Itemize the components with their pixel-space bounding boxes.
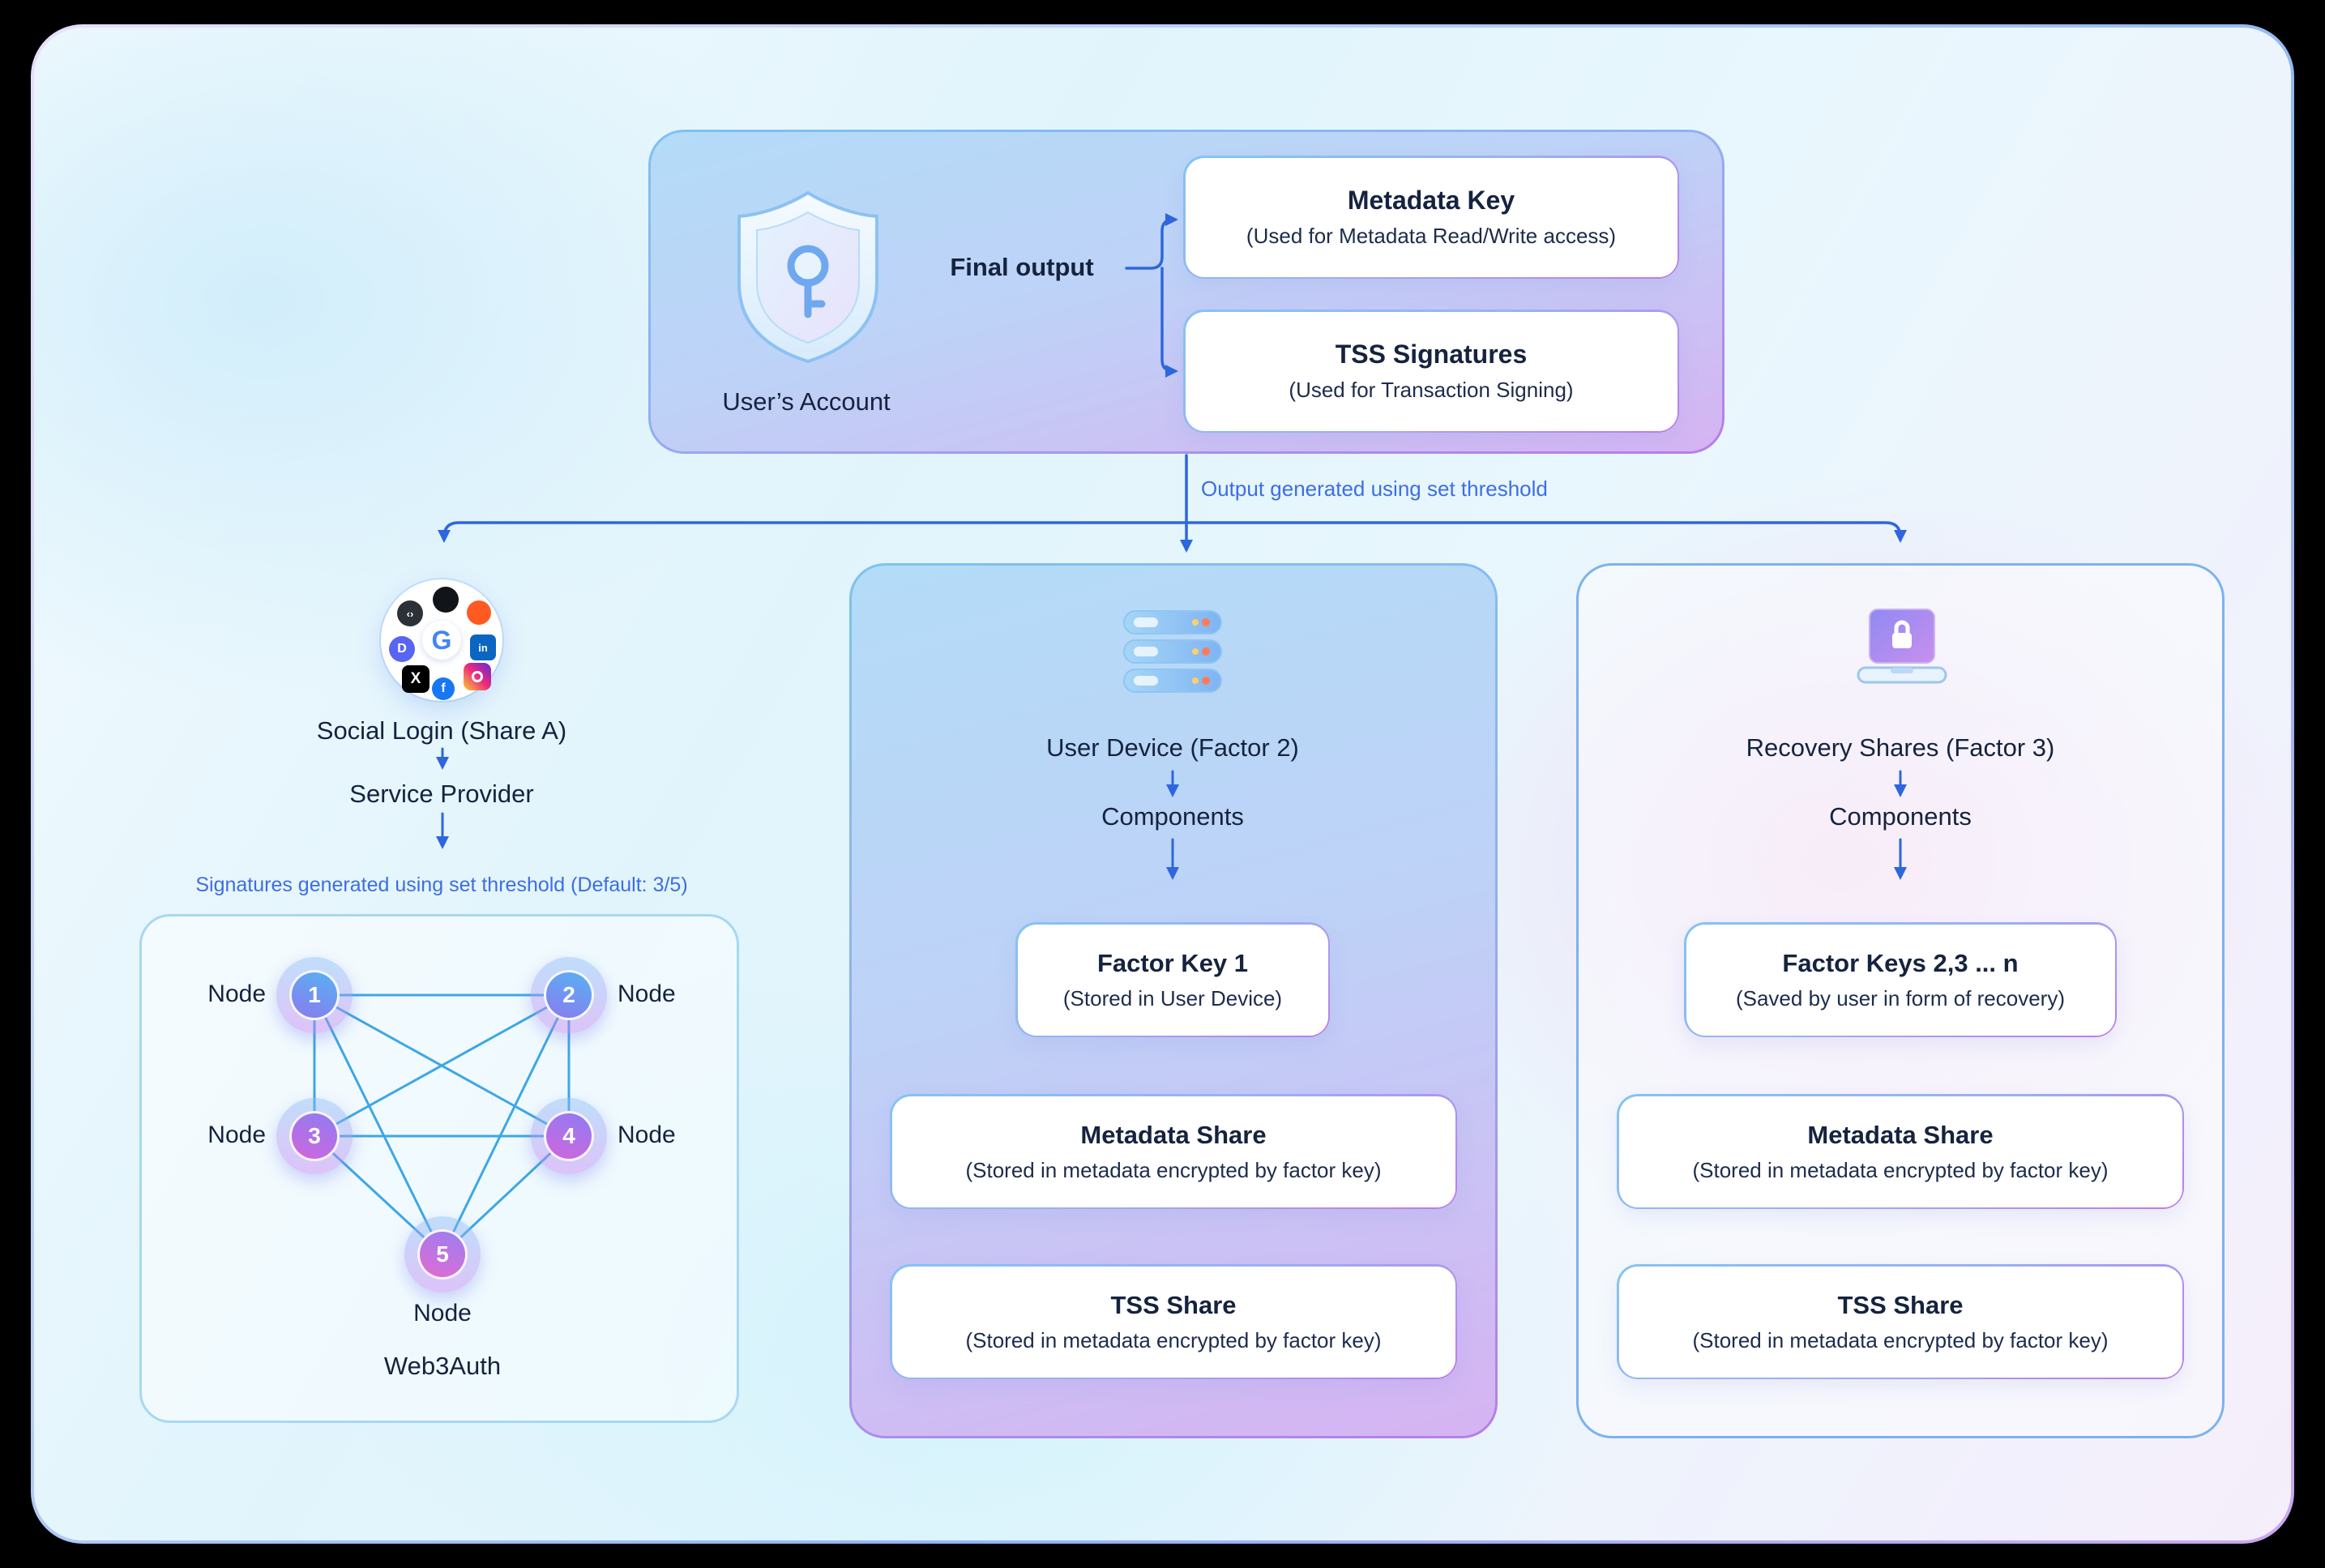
user-device-title: User Device (Factor 2) <box>1046 733 1299 762</box>
device-metadata-share-card: Metadata Share (Stored in metadata encry… <box>890 1094 1457 1209</box>
factor-keys-n-title: Factor Keys 2,3 ... n <box>1782 948 2019 977</box>
recovery-metadata-share-title: Metadata Share <box>1807 1120 1994 1149</box>
metadata-key-title: Metadata Key <box>1347 186 1515 215</box>
device-tss-share-subtitle: (Stored in metadata encrypted by factor … <box>965 1327 1382 1352</box>
node-4-label: Node <box>618 1122 676 1148</box>
node-1-label: Node <box>207 981 266 1007</box>
recovery-shares-title: Recovery Shares (Factor 3) <box>1746 733 2055 762</box>
recovery-tss-share-card: TSS Share (Stored in metadata encrypted … <box>1617 1264 2184 1379</box>
factor-key-1-subtitle: (Stored in User Device) <box>1062 985 1283 1010</box>
device-metadata-share-title: Metadata Share <box>1080 1120 1267 1149</box>
web3auth-label: Web3Auth <box>383 1352 502 1380</box>
node-3-label: Node <box>207 1122 266 1148</box>
device-metadata-share-subtitle: (Stored in metadata encrypted by factor … <box>965 1157 1382 1182</box>
network-node-1: 1 <box>276 957 353 1033</box>
social-login-title: Social Login (Share A) <box>316 716 567 745</box>
network-node-3: 3 <box>276 1098 353 1174</box>
network-node-2: 2 <box>531 957 607 1033</box>
user-account-label: User’s Account <box>722 387 891 416</box>
shield-key-icon <box>731 188 885 372</box>
apple-icon <box>433 587 459 613</box>
discord-icon: D <box>389 636 415 662</box>
social-login-icon: ‹› D in X f G <box>381 579 502 701</box>
tss-signatures-card: TSS Signatures (Used for Transaction Sig… <box>1183 310 1679 433</box>
factor-keys-n-subtitle: (Saved by user in form of recovery) <box>1735 985 2066 1010</box>
facebook-icon: f <box>432 677 455 700</box>
device-components-label: Components <box>1101 802 1244 831</box>
recovery-tss-share-title: TSS Share <box>1837 1290 1964 1319</box>
github-icon: ‹› <box>397 600 423 626</box>
factor-key-1-card: Factor Key 1 (Stored in User Device) <box>1015 922 1330 1037</box>
linkedin-icon: in <box>470 634 496 660</box>
network-node-4: 4 <box>531 1098 607 1174</box>
recovery-metadata-share-subtitle: (Stored in metadata encrypted by factor … <box>1692 1157 2109 1182</box>
tss-signatures-subtitle: (Used for Transaction Signing) <box>1289 378 1574 402</box>
device-tss-share-title: TSS Share <box>1110 1290 1237 1319</box>
factor-keys-n-card: Factor Keys 2,3 ... n (Saved by user in … <box>1684 922 2117 1037</box>
recovery-tss-share-subtitle: (Stored in metadata encrypted by factor … <box>1692 1327 2109 1352</box>
google-icon: G <box>422 621 461 660</box>
recovery-metadata-share-card: Metadata Share (Stored in metadata encry… <box>1617 1094 2184 1209</box>
factor-key-1-title: Factor Key 1 <box>1096 948 1249 977</box>
recovery-components-label: Components <box>1829 802 1972 831</box>
tss-signatures-title: TSS Signatures <box>1335 340 1528 369</box>
metadata-key-card: Metadata Key (Used for Metadata Read/Wri… <box>1183 156 1679 279</box>
output-threshold-note: Output generated using set threshold <box>1201 476 1548 501</box>
service-provider-label: Service Provider <box>349 780 534 808</box>
node-5-label: Node <box>413 1300 472 1327</box>
network-node-5: 5 <box>404 1216 481 1292</box>
laptop-lock-icon <box>1852 608 1952 696</box>
final-output-label: Final output <box>950 253 1094 281</box>
device-tss-share-card: TSS Share (Stored in metadata encrypted … <box>890 1264 1457 1379</box>
reddit-icon <box>467 600 491 625</box>
metadata-key-subtitle: (Used for Metadata Read/Write access) <box>1246 224 1617 248</box>
signatures-threshold-note: Signatures generated using set threshold… <box>195 874 688 896</box>
instagram-icon <box>464 663 491 690</box>
node-2-label: Node <box>618 981 676 1007</box>
x-icon: X <box>402 665 430 693</box>
server-icon <box>1122 609 1223 701</box>
